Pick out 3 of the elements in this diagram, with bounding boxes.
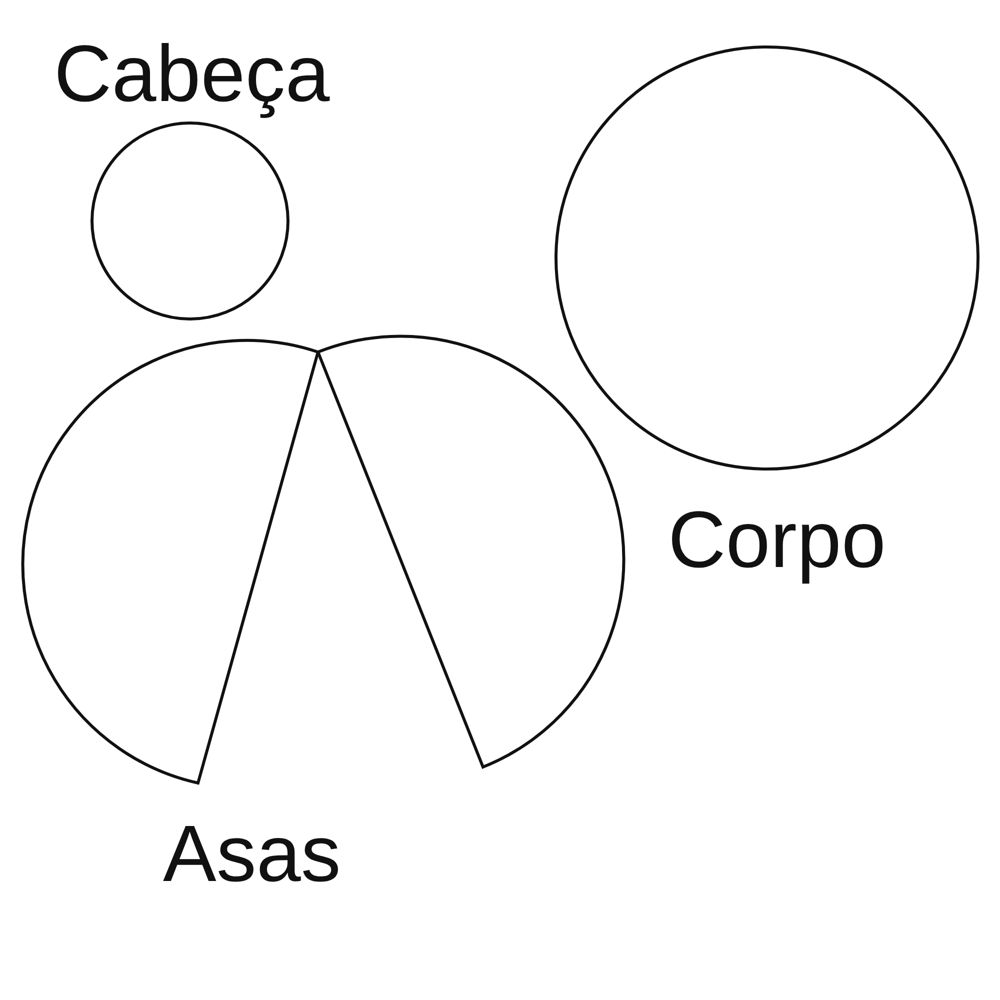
part-label: Asas [163,809,341,899]
part-label: Cabeça [54,29,330,119]
part-label: Corpo [668,495,886,585]
